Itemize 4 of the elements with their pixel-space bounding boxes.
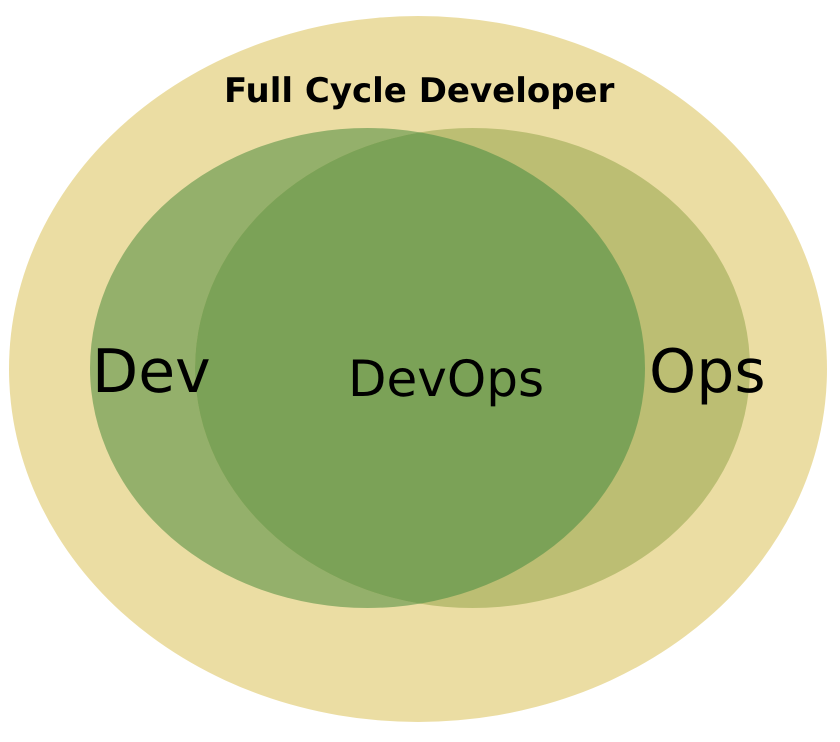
ellipse-label: Ops	[649, 342, 766, 402]
overlap-label: DevOps	[348, 354, 544, 404]
ellipse-label: Full Cycle Developer	[224, 74, 614, 108]
ellipse-label: Dev	[92, 342, 211, 402]
